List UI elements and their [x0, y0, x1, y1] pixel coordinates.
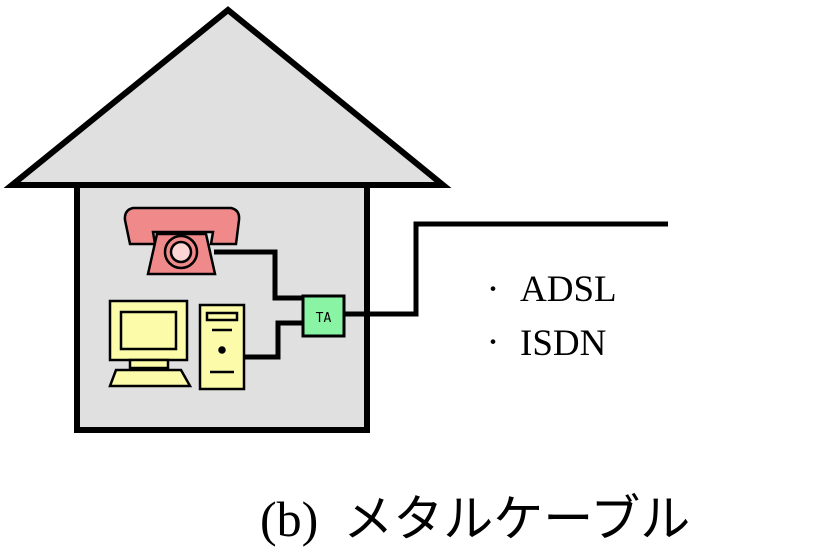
wiring: [214, 221, 668, 360]
telephone-handset: [123, 206, 241, 246]
keyboard-body: [108, 368, 193, 388]
ta-box-frame: [301, 294, 346, 338]
ta-to-external-line: [344, 221, 668, 317]
telephone-dial-inner: [169, 240, 193, 264]
telephone-icon: [123, 206, 241, 276]
monitor-screen: [119, 310, 178, 351]
phone-to-ta-wire: [214, 249, 303, 301]
monitor-icon: [108, 299, 189, 370]
house-roof: [3, 6, 452, 188]
service-list: ・ ADSL ・ ISDN: [482, 269, 617, 364]
service-bullet-isdn: ・: [482, 331, 504, 356]
pc-tower-drive-bay: [205, 311, 239, 322]
ta-box-label: TA: [316, 311, 332, 326]
service-bullet-adsl: ・: [482, 278, 504, 303]
service-label-isdn: ISDN: [520, 323, 606, 364]
pc-tower-power-button: [218, 346, 226, 354]
keyboard-icon: [108, 368, 193, 388]
ta-box: TA: [301, 294, 346, 338]
monitor-stand: [128, 358, 170, 370]
pc-to-ta-wire: [244, 320, 303, 360]
service-label-adsl: ADSL: [520, 269, 617, 310]
figure-caption: (b) メタルケーブル: [260, 491, 690, 547]
pc-tower-icon: [198, 303, 246, 391]
